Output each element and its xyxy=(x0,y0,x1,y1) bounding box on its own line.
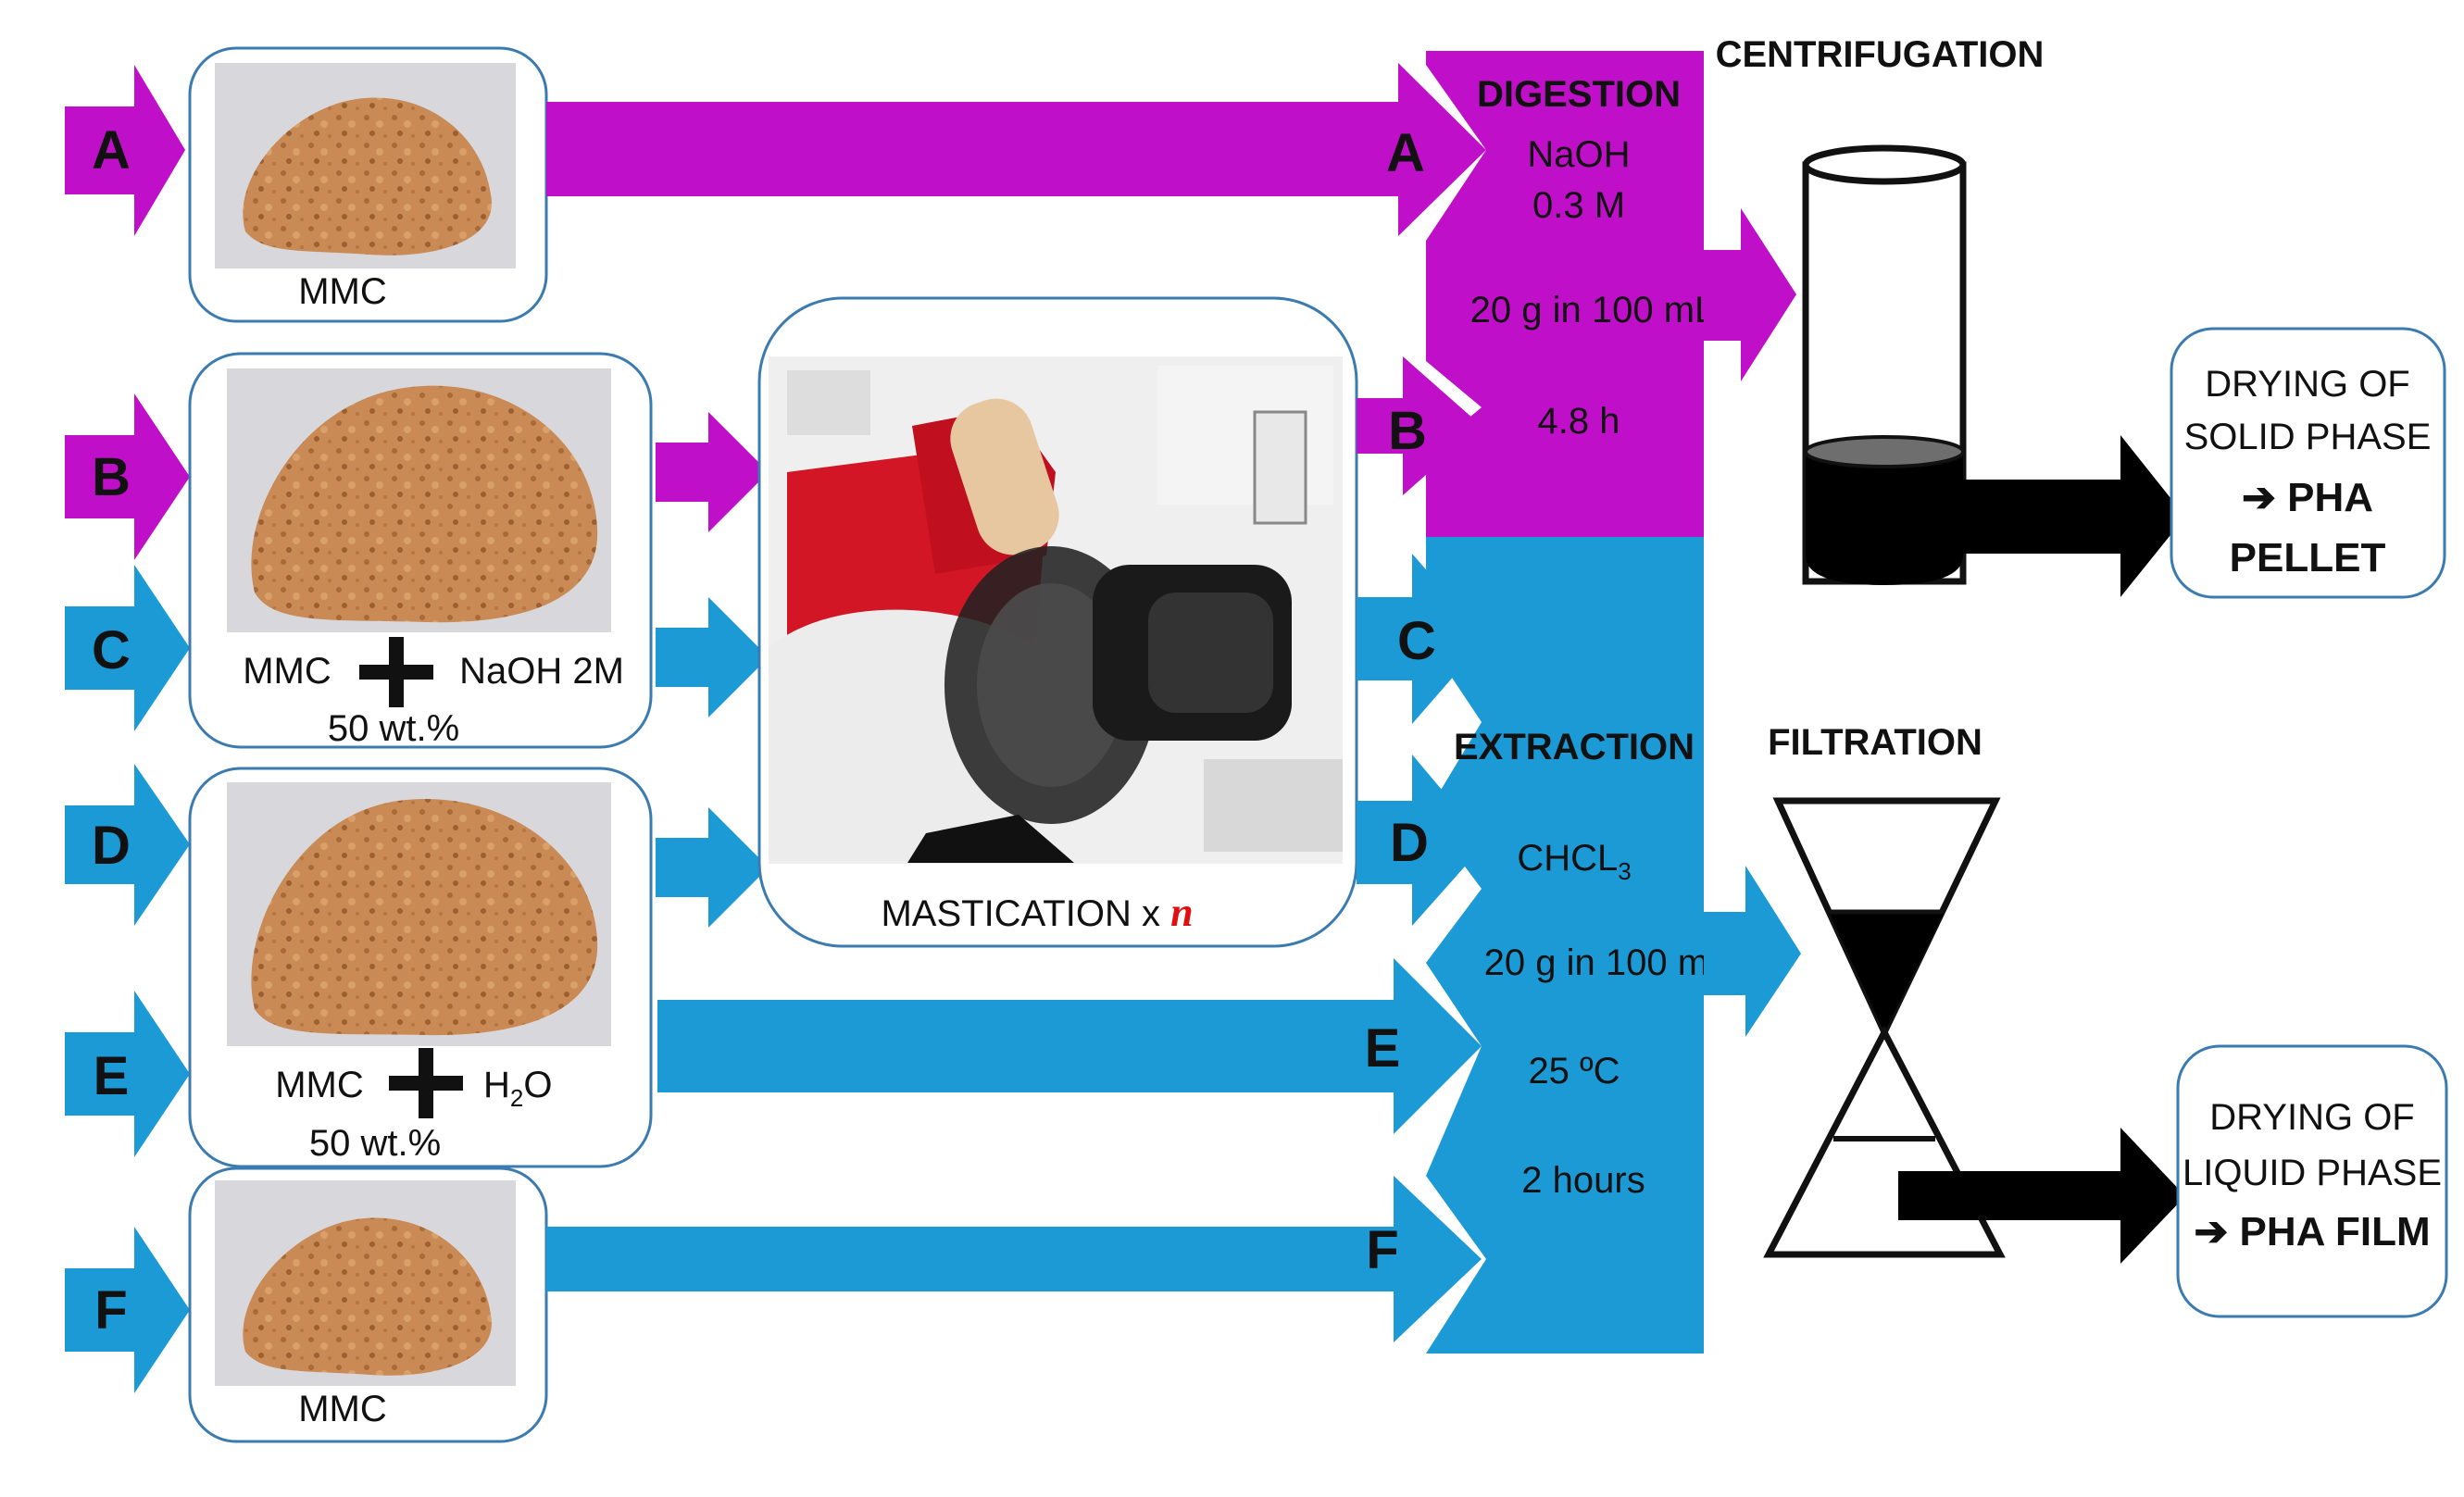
arrow-to-liquid-output xyxy=(1898,1128,2185,1264)
extraction-title: EXTRACTION xyxy=(1454,727,1695,767)
arrow-d-label: D xyxy=(1390,813,1429,873)
extraction-time: 2 hours xyxy=(1521,1160,1645,1201)
arrow-digestion-to-centrifugation xyxy=(1704,208,1796,381)
input-arrow-e xyxy=(65,991,190,1157)
liquid-output-line2: LIQUID PHASE xyxy=(2183,1153,2442,1193)
input-arrow-b xyxy=(65,393,190,560)
arrow-c-to-extraction xyxy=(1357,554,1486,724)
input-label-b: B xyxy=(92,447,131,507)
centrifuge-tube-icon xyxy=(1802,144,1967,585)
input-label-a: A xyxy=(92,120,131,181)
arrow-c-label: C xyxy=(1397,611,1436,671)
masticator-photo xyxy=(769,356,1343,864)
input-label-f: F xyxy=(94,1280,127,1341)
digestion-concentration: 0.3 M xyxy=(1532,185,1625,226)
plus-icon-vertical xyxy=(389,637,404,707)
input-arrow-f xyxy=(65,1227,190,1393)
solid-output-line1: DRYING OF xyxy=(2205,364,2410,405)
input-arrow-d xyxy=(65,764,190,926)
extraction-load: 20 g in 100 mL xyxy=(1484,942,1730,983)
sample-box-naoh: MMC NaOH 2M 50 wt.% xyxy=(188,352,653,749)
input-arrow-c xyxy=(65,565,190,731)
plus-icon-2-vertical xyxy=(419,1048,433,1118)
solid-output-line2: SOLID PHASE xyxy=(2184,417,2432,457)
sample-box-water: MMC H2O 50 wt.% xyxy=(188,767,653,1168)
arrow-b-to-mastication xyxy=(656,412,769,532)
extraction-solvent: CHCL3 xyxy=(1517,838,1631,885)
digestion-time: 4.8 h xyxy=(1538,401,1620,442)
sample-box-top: MMC xyxy=(188,46,548,323)
arrow-extraction-to-filtration xyxy=(1704,866,1801,1037)
input-label-e: E xyxy=(94,1046,130,1106)
digestion-title: DIGESTION xyxy=(1477,74,1681,115)
arrow-c-to-mastication xyxy=(656,597,769,717)
digestion-load: 20 g in 100 mL xyxy=(1470,290,1716,331)
solid-output-box: DRYING OF SOLID PHASE ➔ PHA PELLET xyxy=(2170,327,2446,599)
filtration-title: FILTRATION xyxy=(1768,722,1982,763)
centrifugation-title: CENTRIFUGATION xyxy=(1716,34,2045,75)
extraction-block: EXTRACTION CHCL3 20 g in 100 mL 25 ºC 2 … xyxy=(1426,537,1729,1354)
arrow-a-long xyxy=(546,63,1486,236)
liquid-output-line1: DRYING OF xyxy=(2209,1097,2415,1138)
sample-caption-top: MMC xyxy=(298,271,387,312)
input-label-c: C xyxy=(92,620,131,680)
digestion-reagent: NaOH xyxy=(1527,134,1630,175)
arrow-b-label: B xyxy=(1388,401,1427,461)
input-label-d: D xyxy=(92,816,131,876)
mastication-box: MASTICATION x n xyxy=(757,296,1358,948)
arrow-e-label: E xyxy=(1365,1018,1401,1079)
arrow-b-to-digestion xyxy=(1357,356,1482,495)
liquid-output-line3: ➔ PHA FILM xyxy=(2194,1209,2430,1254)
sample-water-ratio: 50 wt.% xyxy=(309,1123,441,1164)
arrow-d-to-extraction xyxy=(1357,755,1486,926)
solid-output-line3: ➔ PHA xyxy=(2242,475,2373,520)
arrow-to-solid-output xyxy=(1963,435,2185,597)
arrow-e-long xyxy=(657,958,1482,1134)
input-arrow-a xyxy=(65,65,185,236)
mastication-label: MASTICATION x n xyxy=(881,890,1193,935)
arrow-d-to-mastication xyxy=(656,807,769,928)
liquid-output-box: DRYING OF LIQUID PHASE ➔ PHA FILM xyxy=(2176,1044,2448,1318)
sample-naoh-ratio: 50 wt.% xyxy=(328,708,459,749)
digestion-block: DIGESTION NaOH 0.3 M 20 g in 100 mL 4.8 … xyxy=(1426,51,1715,537)
sample-box-bottom: MMC xyxy=(188,1166,548,1443)
extraction-temperature: 25 ºC xyxy=(1528,1051,1620,1092)
sample-naoh-left: MMC xyxy=(243,651,331,692)
arrow-f-long xyxy=(546,1176,1482,1342)
arrow-f-label: F xyxy=(1366,1220,1398,1280)
sample-caption-bottom: MMC xyxy=(298,1389,387,1429)
arrow-a-label: A xyxy=(1386,123,1425,183)
sample-naoh-right: NaOH 2M xyxy=(459,651,624,692)
sample-water-right: H2O xyxy=(483,1065,552,1112)
solid-output-line4: PELLET xyxy=(2230,535,2386,580)
sample-water-left: MMC xyxy=(275,1065,364,1105)
